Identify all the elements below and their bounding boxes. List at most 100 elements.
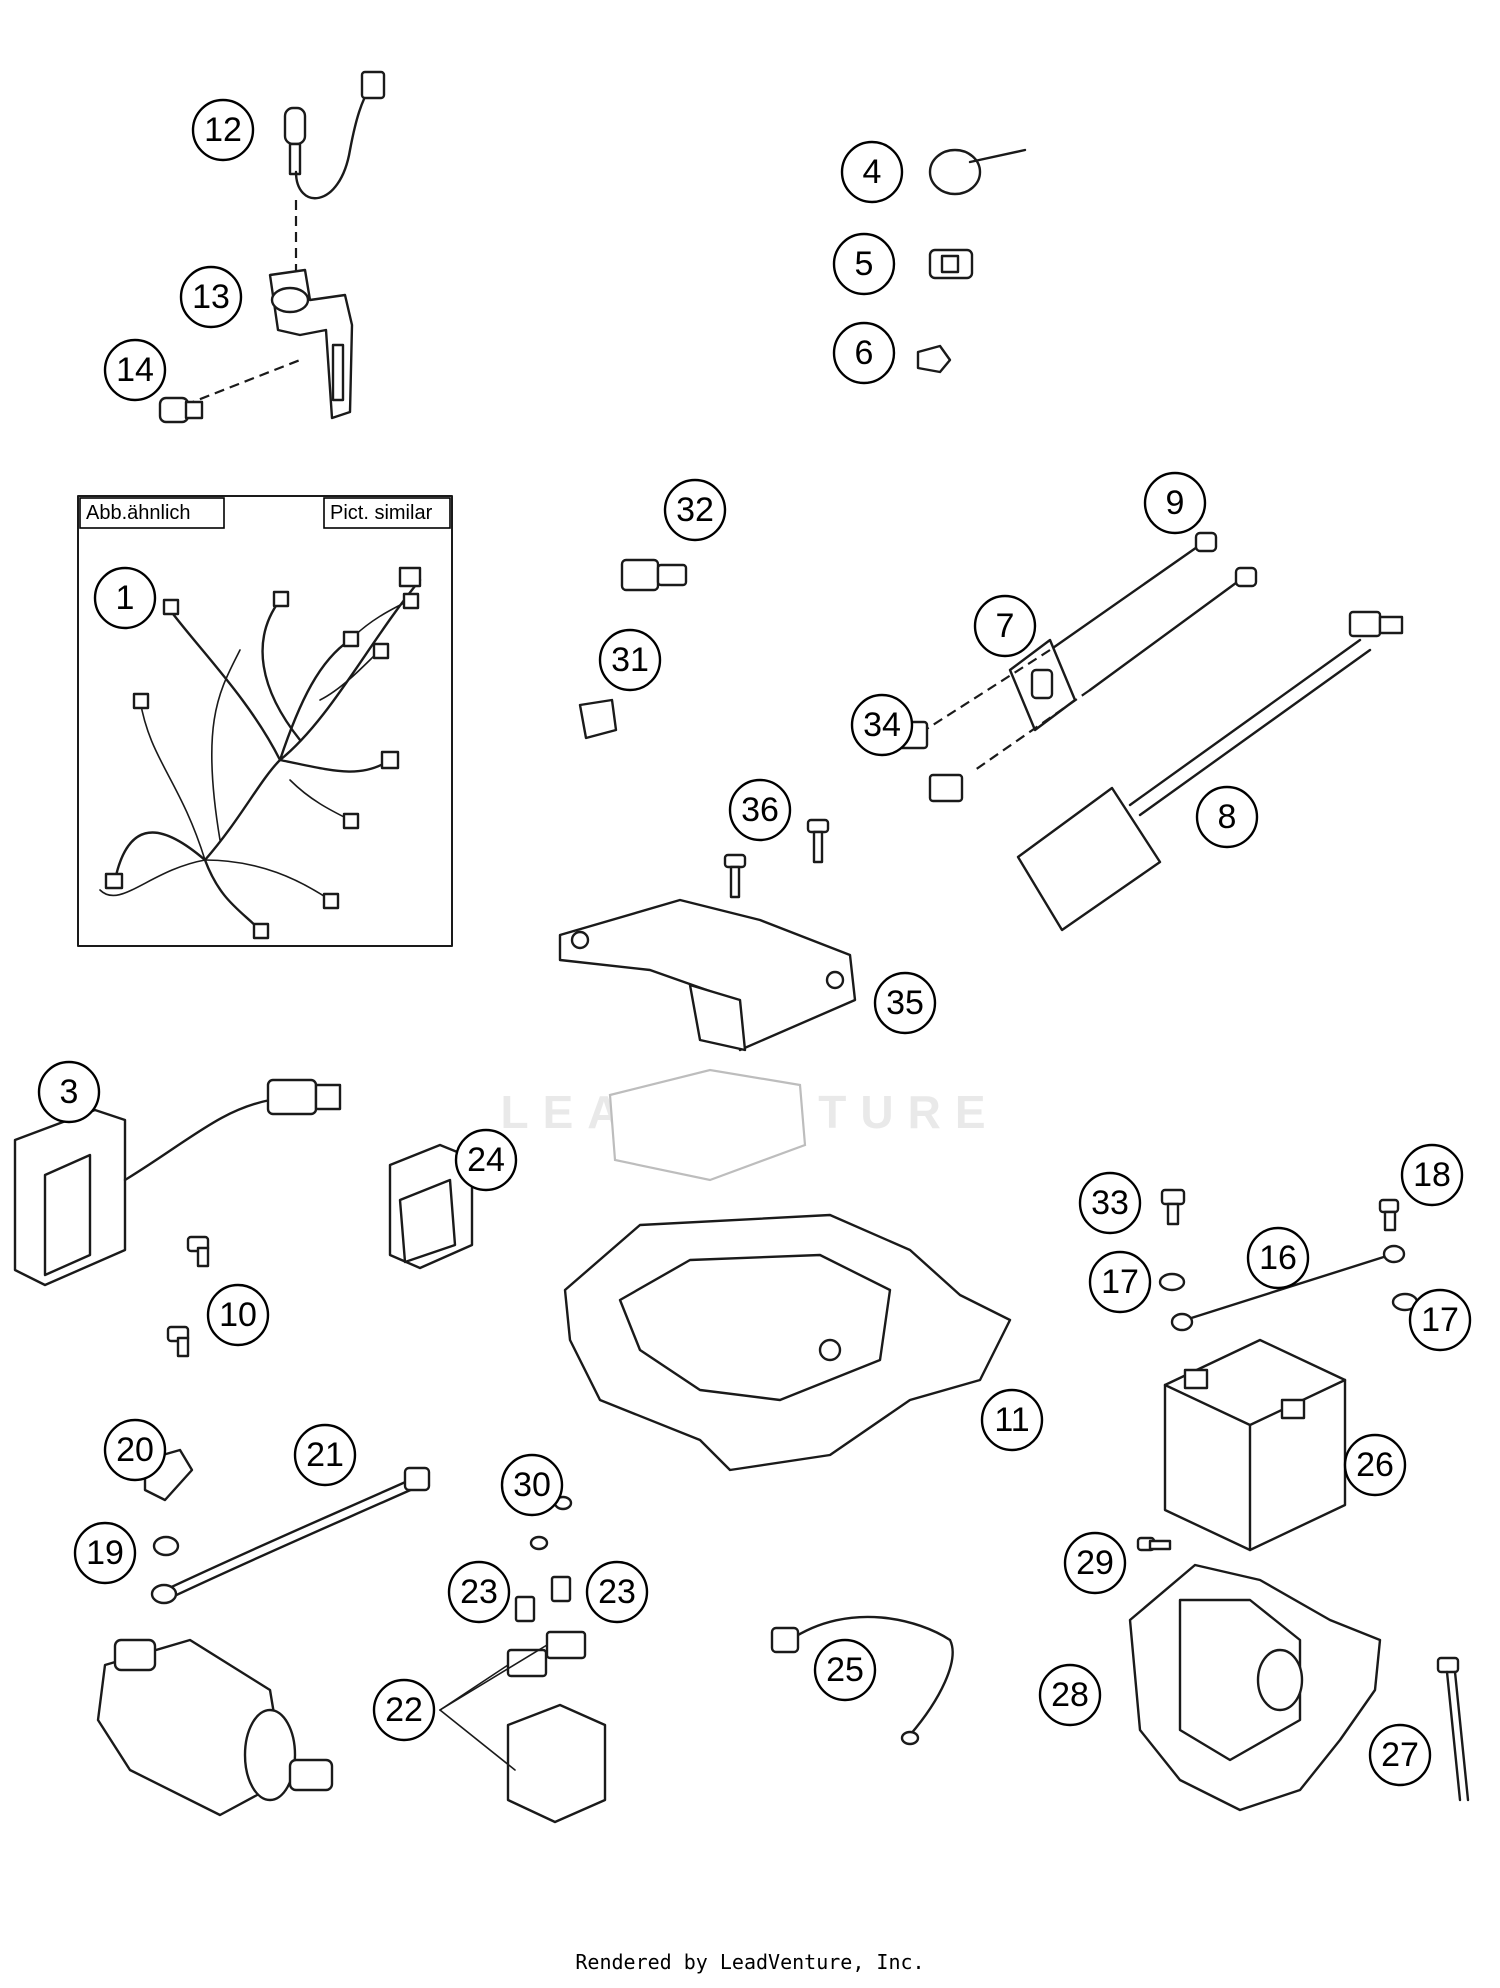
- part-27-strap[interactable]: [1436, 1656, 1470, 1802]
- part-4-cable-tie[interactable]: [928, 148, 1027, 196]
- svg-text:11: 11: [994, 1401, 1029, 1439]
- part-12-switch[interactable]: [283, 70, 386, 200]
- part-29-screw[interactable]: [1136, 1536, 1172, 1552]
- part-33-screw[interactable]: [1160, 1188, 1186, 1226]
- callout-14: 14: [103, 338, 167, 402]
- callout-23a: 23: [447, 1560, 511, 1624]
- svg-text:10: 10: [219, 1296, 257, 1334]
- callout-4: 4: [840, 140, 904, 204]
- assembly-line: [924, 649, 1051, 731]
- callout-13: 13: [179, 265, 243, 329]
- svg-text:19: 19: [86, 1534, 124, 1572]
- callout-24: 24: [454, 1128, 518, 1192]
- callout-10: 10: [206, 1283, 270, 1347]
- svg-text:8: 8: [1218, 798, 1237, 836]
- callout-26: 26: [1343, 1433, 1407, 1497]
- svg-text:24: 24: [467, 1141, 505, 1179]
- svg-text:33: 33: [1091, 1184, 1129, 1222]
- part-10-screw[interactable]: [166, 1235, 210, 1358]
- callout-35: 35: [873, 971, 937, 1035]
- callout-23b: 23: [585, 1560, 649, 1624]
- svg-text:27: 27: [1381, 1736, 1419, 1774]
- part-26-battery[interactable]: [1163, 1338, 1347, 1552]
- callout-29: 29: [1063, 1531, 1127, 1595]
- part-1-wiring-harness[interactable]: [99, 566, 422, 940]
- callout-7: 7: [973, 594, 1037, 658]
- svg-text:5: 5: [855, 245, 874, 283]
- part-23-fuse[interactable]: [514, 1575, 572, 1623]
- part-32-connector[interactable]: [620, 558, 688, 592]
- svg-text:7: 7: [996, 607, 1015, 645]
- callout-21: 21: [293, 1423, 357, 1487]
- callout-20: 20: [103, 1418, 167, 1482]
- callout-18: 18: [1400, 1143, 1464, 1207]
- part-14-screw[interactable]: [158, 396, 204, 424]
- svg-text:29: 29: [1076, 1544, 1114, 1582]
- callout-9: 9: [1143, 471, 1207, 535]
- ecu-unit: [608, 1068, 807, 1182]
- svg-text:26: 26: [1356, 1446, 1394, 1484]
- part-5-clip[interactable]: [928, 248, 974, 280]
- part-21-cable[interactable]: [150, 1466, 431, 1605]
- svg-text:18: 18: [1413, 1156, 1451, 1194]
- part-6-clip[interactable]: [916, 344, 952, 374]
- svg-text:1: 1: [116, 579, 135, 617]
- svg-text:23: 23: [598, 1573, 636, 1611]
- callout-33: 33: [1078, 1171, 1142, 1235]
- part-9-screw[interactable]: [1048, 531, 1258, 692]
- svg-text:16: 16: [1259, 1239, 1297, 1277]
- callout-36: 36: [728, 778, 792, 842]
- callout-1: 1: [93, 566, 157, 630]
- part-24-relay[interactable]: [388, 1143, 474, 1270]
- part-35-ecu-holder[interactable]: [558, 898, 857, 1052]
- callout-12: 12: [191, 98, 255, 162]
- svg-text:36: 36: [741, 791, 779, 829]
- svg-text:32: 32: [676, 491, 714, 529]
- callout-17a: 17: [1088, 1250, 1152, 1314]
- svg-text:20: 20: [116, 1431, 154, 1469]
- svg-text:34: 34: [863, 706, 901, 744]
- callout-19: 19: [73, 1521, 137, 1585]
- callout-8: 8: [1195, 785, 1259, 849]
- assembly-line: [974, 689, 1091, 771]
- part-36-screw[interactable]: [723, 818, 830, 899]
- part-28-battery-holder[interactable]: [1128, 1563, 1382, 1812]
- inset-box: Abb.ähnlich Pict. similar: [77, 495, 453, 947]
- svg-text:25: 25: [826, 1651, 864, 1689]
- callout-30: 30: [500, 1453, 564, 1517]
- part-19-nut[interactable]: [152, 1535, 180, 1557]
- svg-text:28: 28: [1051, 1676, 1089, 1714]
- callout-34: 34: [850, 693, 914, 757]
- callout-5: 5: [832, 232, 896, 296]
- svg-text:17: 17: [1421, 1301, 1459, 1339]
- svg-text:9: 9: [1166, 484, 1185, 522]
- callout-28: 28: [1038, 1663, 1102, 1727]
- svg-text:6: 6: [855, 334, 874, 372]
- part-22-relay[interactable]: [439, 1630, 607, 1824]
- part-25-cable[interactable]: [770, 1615, 954, 1746]
- part-3-regulator[interactable]: [13, 1078, 342, 1287]
- svg-text:13: 13: [192, 278, 230, 316]
- svg-text:21: 21: [306, 1436, 344, 1474]
- inset-label-right: Pict. similar: [330, 502, 433, 524]
- callout-16: 16: [1246, 1226, 1310, 1290]
- svg-text:35: 35: [886, 984, 924, 1022]
- svg-text:3: 3: [60, 1073, 79, 1111]
- svg-text:22: 22: [385, 1691, 423, 1729]
- footer-credit: Rendered by LeadVenture, Inc.: [575, 1950, 925, 1974]
- svg-text:14: 14: [116, 351, 154, 389]
- callout-17b: 17: [1408, 1288, 1472, 1352]
- svg-text:4: 4: [863, 153, 882, 191]
- part-11-tray[interactable]: [563, 1213, 1012, 1472]
- part-8-sensor[interactable]: [1016, 610, 1404, 932]
- inset-label-left: Abb.ähnlich: [86, 502, 191, 524]
- part-31-connector-cap[interactable]: [578, 698, 618, 740]
- callout-6: 6: [832, 321, 896, 385]
- part-18-screw[interactable]: [1378, 1198, 1400, 1232]
- starter-motor: [96, 1638, 334, 1817]
- part-7-bracket[interactable]: [1008, 638, 1077, 732]
- part-13-switch-holder[interactable]: [268, 268, 354, 420]
- callout-3: 3: [37, 1060, 101, 1124]
- callout-32: 32: [663, 478, 727, 542]
